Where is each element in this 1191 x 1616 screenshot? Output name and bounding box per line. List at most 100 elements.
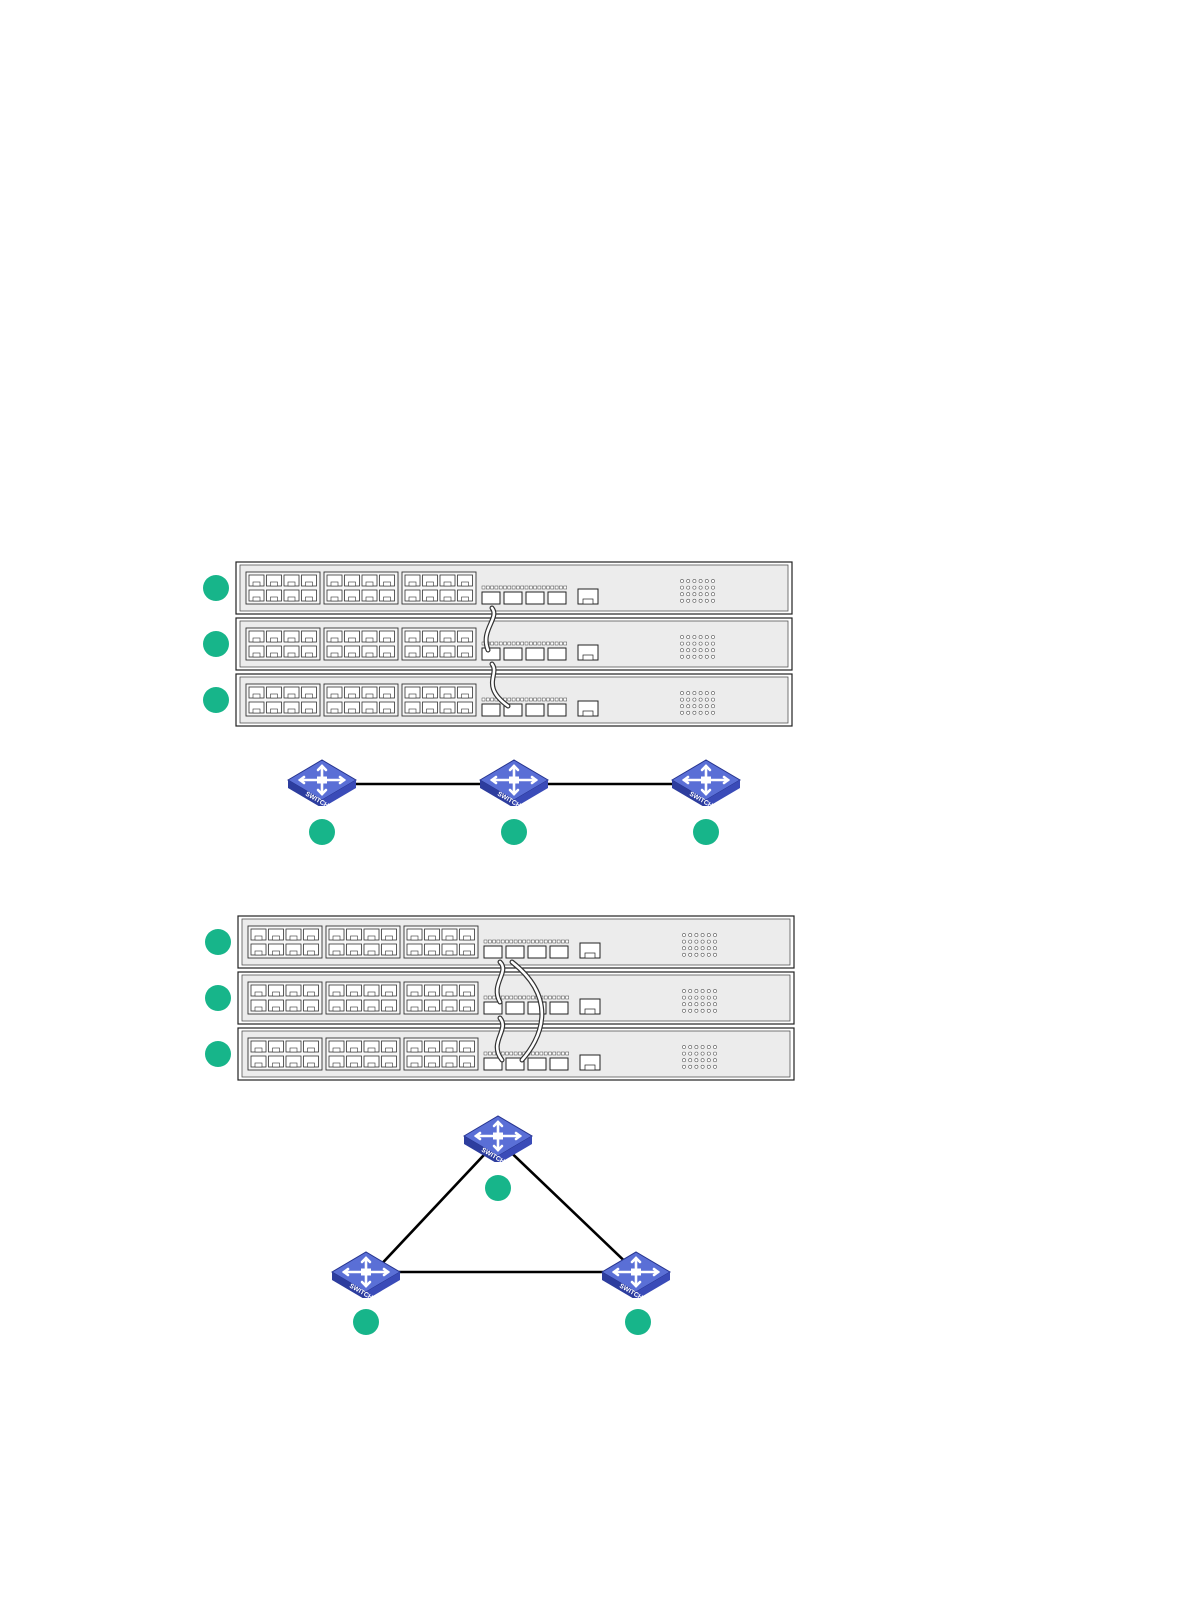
status-led bbox=[527, 940, 530, 943]
sfp-port bbox=[548, 648, 566, 660]
rj45-port-notch bbox=[368, 1048, 375, 1052]
status-led bbox=[491, 586, 494, 589]
console-port-notch bbox=[583, 599, 593, 604]
rj45-port-notch bbox=[462, 709, 469, 713]
indicator-led bbox=[689, 933, 692, 936]
status-led bbox=[538, 642, 541, 645]
indicator-led bbox=[705, 599, 708, 602]
status-led bbox=[549, 1052, 552, 1055]
indicator-led bbox=[693, 711, 696, 714]
indicator-led bbox=[711, 711, 714, 714]
indicator-led bbox=[699, 655, 702, 658]
status-led bbox=[540, 1052, 543, 1055]
status-led bbox=[506, 996, 509, 999]
rj45-port-notch bbox=[253, 638, 260, 642]
rj45-port-notch bbox=[253, 694, 260, 698]
indicator-led bbox=[699, 691, 702, 694]
indicator-led bbox=[699, 649, 702, 652]
rj45-port-notch bbox=[444, 694, 451, 698]
rj45-port-notch bbox=[462, 694, 469, 698]
status-led bbox=[547, 586, 550, 589]
indicator-led bbox=[713, 933, 716, 936]
rj45-port-notch bbox=[351, 992, 358, 996]
console-port-notch bbox=[583, 655, 593, 660]
status-led bbox=[529, 642, 532, 645]
status-led bbox=[531, 1052, 534, 1055]
rj45-port-notch bbox=[429, 1063, 436, 1067]
indicator-led bbox=[680, 593, 683, 596]
sfp-port bbox=[482, 648, 500, 660]
status-led bbox=[531, 996, 534, 999]
rj45-port-notch bbox=[273, 1007, 280, 1011]
status-led bbox=[493, 940, 496, 943]
rj45-port-notch bbox=[386, 1063, 393, 1067]
indicator-led bbox=[695, 947, 698, 950]
indicator-led bbox=[705, 649, 708, 652]
status-led bbox=[521, 586, 524, 589]
status-led bbox=[512, 642, 515, 645]
indicator-led bbox=[707, 1065, 710, 1068]
status-led bbox=[557, 996, 560, 999]
indicator-led bbox=[713, 1009, 716, 1012]
status-led bbox=[564, 698, 567, 701]
rj45-port-notch bbox=[366, 653, 373, 657]
stack-link bbox=[498, 1140, 636, 1272]
rj45-port-notch bbox=[429, 951, 436, 955]
rj45-port-notch bbox=[464, 951, 471, 955]
rj45-port-notch bbox=[306, 653, 313, 657]
rj45-port-notch bbox=[446, 951, 453, 955]
indicator-led bbox=[682, 1045, 685, 1048]
rj45-port-notch bbox=[333, 1007, 340, 1011]
rj45-port-notch bbox=[351, 936, 358, 940]
indicator-led bbox=[682, 989, 685, 992]
rj45-port-notch bbox=[333, 1048, 340, 1052]
rj45-port-notch bbox=[444, 638, 451, 642]
rj45-port-notch bbox=[462, 597, 469, 601]
indicator-led bbox=[699, 586, 702, 589]
rj45-port-notch bbox=[411, 1048, 418, 1052]
indicator-led bbox=[682, 1052, 685, 1055]
indicator-led bbox=[705, 586, 708, 589]
rj45-port-notch bbox=[409, 582, 416, 586]
status-led bbox=[564, 586, 567, 589]
rj45-port-notch bbox=[306, 694, 313, 698]
status-led bbox=[561, 996, 564, 999]
rj45-port-notch bbox=[384, 653, 391, 657]
indicator-led bbox=[695, 1065, 698, 1068]
indicator-led bbox=[689, 1009, 692, 1012]
status-led bbox=[495, 586, 498, 589]
status-led bbox=[566, 996, 569, 999]
status-led bbox=[555, 698, 558, 701]
rj45-port-notch bbox=[306, 638, 313, 642]
rj45-port-notch bbox=[271, 582, 278, 586]
status-led bbox=[486, 586, 489, 589]
switch-icon bbox=[288, 760, 356, 810]
rj45-port-notch bbox=[368, 992, 375, 996]
rj45-port-notch bbox=[253, 582, 260, 586]
indicator-led bbox=[707, 1045, 710, 1048]
indicator-led bbox=[707, 947, 710, 950]
rj45-port-notch bbox=[253, 597, 260, 601]
indicator-led bbox=[695, 1059, 698, 1062]
status-led bbox=[547, 698, 550, 701]
rj45-port-notch bbox=[290, 992, 297, 996]
rj45-port-notch bbox=[446, 1048, 453, 1052]
rj45-port-notch bbox=[271, 709, 278, 713]
rj45-port-notch bbox=[331, 653, 338, 657]
indicator-led bbox=[682, 1065, 685, 1068]
indicator-led bbox=[682, 996, 685, 999]
rj45-port-notch bbox=[290, 1048, 297, 1052]
indicator-led bbox=[701, 1045, 704, 1048]
diagram-layer bbox=[203, 562, 794, 1335]
rj45-port-notch bbox=[333, 992, 340, 996]
indicator-led bbox=[687, 579, 690, 582]
status-led bbox=[499, 642, 502, 645]
indicator-led bbox=[701, 989, 704, 992]
rj45-port-notch bbox=[444, 582, 451, 586]
status-led bbox=[551, 642, 554, 645]
indicator-led bbox=[687, 593, 690, 596]
status-led bbox=[488, 996, 491, 999]
diagram-ring bbox=[238, 916, 794, 1080]
indicator-led bbox=[713, 1059, 716, 1062]
status-led bbox=[493, 1052, 496, 1055]
